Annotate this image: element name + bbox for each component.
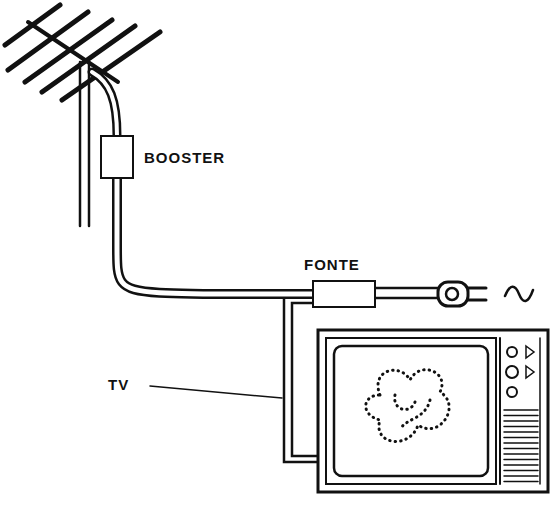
coax-cable <box>117 179 312 294</box>
ac-symbol <box>505 287 533 301</box>
part-label: BOOSTER <box>144 149 225 166</box>
antenna-elements <box>5 5 160 100</box>
plug <box>438 282 486 306</box>
tv-cable <box>292 303 318 456</box>
coax-cable <box>92 72 117 136</box>
tv-cable <box>284 296 318 462</box>
leader-line <box>150 386 282 398</box>
tv-set <box>318 330 548 492</box>
power-supply-box: FONTE <box>312 280 376 308</box>
power-cord <box>376 297 440 300</box>
coax-cable <box>92 72 117 136</box>
power-cord <box>376 287 440 290</box>
part-label: FONTE <box>304 256 360 273</box>
tv-label: TV <box>108 376 129 393</box>
interference-pattern <box>366 370 449 442</box>
mast <box>88 62 91 226</box>
booster-box: BOOSTER <box>100 135 134 179</box>
coax-cable-core <box>117 179 312 294</box>
coax-cable <box>117 179 312 294</box>
mast <box>79 62 82 226</box>
